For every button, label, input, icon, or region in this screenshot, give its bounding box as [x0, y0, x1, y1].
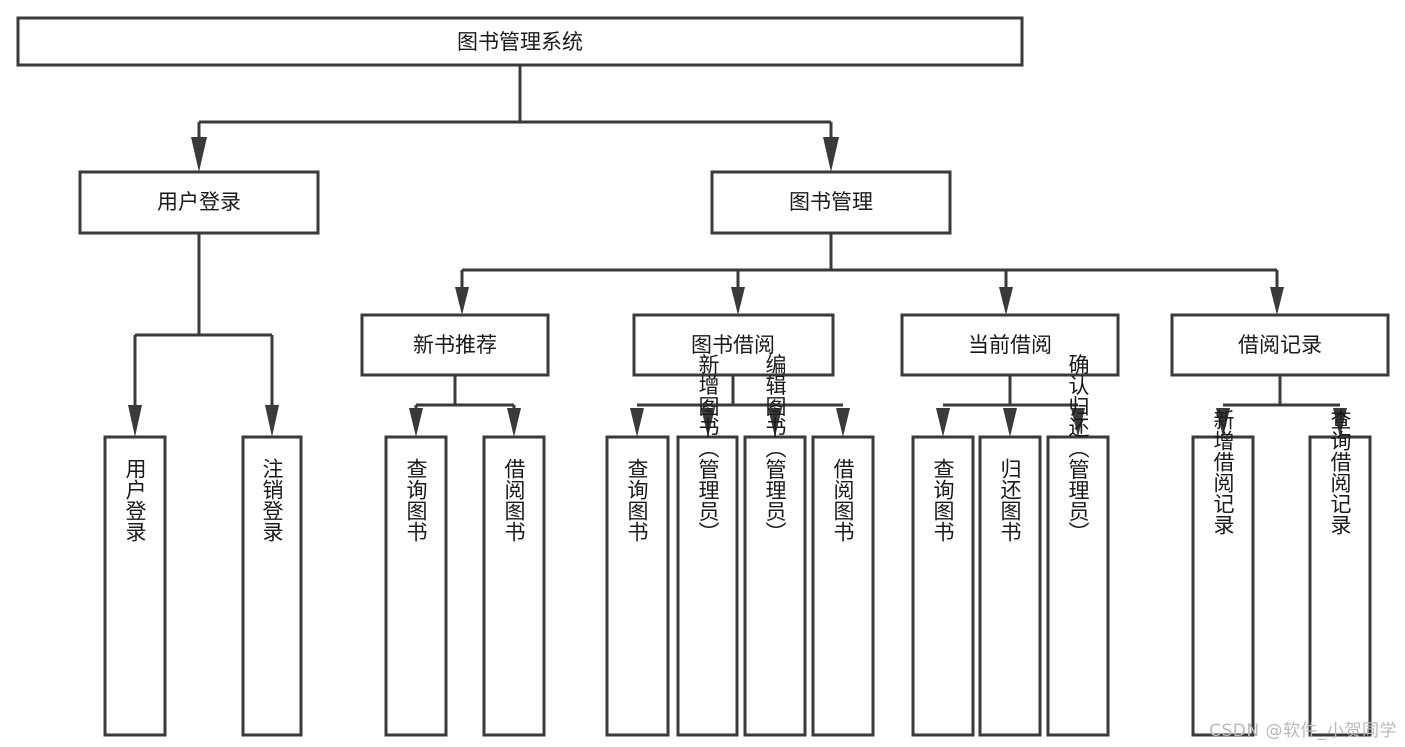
leaf-query-book-current[interactable]: 查询图书 — [911, 435, 975, 737]
leaf-add-book-admin[interactable]: 新增图书（管理员） — [676, 354, 739, 737]
leaf-confirm-return-admin-box[interactable] — [1046, 435, 1110, 737]
arrow-user-login-leaf-2 — [265, 405, 279, 437]
node-book-borrow[interactable]: 图书借阅 — [632, 313, 835, 377]
leaf-user-login-label: 用户登录 — [123, 458, 147, 542]
leaf-edit-book-admin-box[interactable] — [743, 435, 807, 737]
leaf-logout-box[interactable] — [241, 435, 303, 737]
arrow-current-borrow-leaf-3 — [1071, 408, 1085, 437]
arrow-to-borrow-record — [1270, 287, 1284, 315]
arrow-to-new-book-rec — [455, 287, 469, 315]
node-current-borrow[interactable]: 当前借阅 — [900, 313, 1120, 377]
node-book-management-label: 图书管理 — [789, 190, 873, 214]
leaf-confirm-return-admin-label: 确认归还（管理员） — [1066, 354, 1090, 543]
leaf-query-book-borrow[interactable]: 查询图书 — [605, 435, 670, 737]
leaf-query-book-rec-label: 查询图书 — [404, 458, 428, 542]
leaf-query-book-current-label: 查询图书 — [931, 458, 955, 542]
node-current-borrow-box[interactable] — [900, 313, 1120, 377]
node-user-login[interactable]: 用户登录 — [78, 170, 320, 235]
leaf-query-book-borrow-box[interactable] — [605, 435, 670, 737]
leaf-query-book-borrow-label: 查询图书 — [625, 458, 649, 542]
node-new-book-recommend-label: 新书推荐 — [413, 333, 497, 357]
leaf-user-login-box[interactable] — [103, 435, 167, 737]
leaf-query-book-current-box[interactable] — [911, 435, 975, 737]
node-new-book-recommend-box[interactable] — [360, 313, 550, 377]
arrow-current-borrow-leaf-1 — [936, 408, 950, 437]
leaf-confirm-return-admin[interactable]: 确认归还（管理员） — [1046, 354, 1110, 737]
node-book-borrow-label: 图书借阅 — [691, 333, 775, 357]
leaf-logout[interactable]: 注销登录 — [241, 435, 303, 737]
leaf-edit-book-admin-label: 编辑图书（管理员） — [763, 354, 787, 543]
leaf-user-login[interactable]: 用户登录 — [103, 435, 167, 737]
leaf-query-book-rec-box[interactable] — [384, 435, 448, 737]
node-book-management[interactable]: 图书管理 — [710, 170, 952, 235]
connector-layer — [128, 65, 1347, 437]
node-borrow-record-box[interactable] — [1170, 313, 1390, 377]
arrow-borrow-record-leaf-2 — [1333, 408, 1347, 437]
arrow-book-borrow-leaf-3 — [768, 408, 782, 437]
arrow-root-to-user-login — [191, 137, 207, 172]
node-user-login-label: 用户登录 — [157, 190, 241, 214]
leaf-borrow-book[interactable]: 借阅图书 — [811, 435, 875, 737]
leaf-add-book-admin-label: 新增图书（管理员） — [696, 354, 720, 543]
leaf-borrow-book-label: 借阅图书 — [831, 458, 855, 542]
arrow-borrow-record-leaf-1 — [1216, 408, 1230, 437]
node-root-system[interactable]: 图书管理系统 — [16, 16, 1024, 67]
node-root-system-box[interactable] — [16, 16, 1024, 67]
node-user-login-box[interactable] — [78, 170, 320, 235]
leaf-edit-book-admin[interactable]: 编辑图书（管理员） — [743, 354, 807, 737]
leaf-query-borrow-record-box[interactable] — [1308, 435, 1372, 737]
leaf-add-borrow-record[interactable]: 新增借阅记录 — [1191, 409, 1255, 737]
arrow-book-borrow-leaf-1 — [630, 408, 644, 437]
leaf-return-book-label: 归还图书 — [998, 458, 1022, 542]
leaf-borrow-book-rec-box[interactable] — [482, 435, 546, 737]
leaf-borrow-book-box[interactable] — [811, 435, 875, 737]
node-current-borrow-label: 当前借阅 — [968, 333, 1052, 357]
leaf-add-borrow-record-label: 新增借阅记录 — [1211, 409, 1235, 535]
leaf-add-book-admin-box[interactable] — [676, 435, 739, 737]
node-new-book-recommend[interactable]: 新书推荐 — [360, 313, 550, 377]
leaf-return-book-box[interactable] — [978, 435, 1042, 737]
arrow-new-book-rec-leaf-1 — [409, 408, 423, 437]
node-book-borrow-box[interactable] — [632, 313, 835, 377]
node-root-system-label: 图书管理系统 — [457, 30, 583, 54]
arrow-current-borrow-leaf-2 — [1003, 408, 1017, 437]
leaf-return-book[interactable]: 归还图书 — [978, 435, 1042, 737]
arrow-book-borrow-leaf-2 — [701, 408, 715, 437]
arrow-to-book-borrow — [731, 287, 745, 315]
arrow-book-borrow-leaf-4 — [836, 408, 850, 437]
arrow-user-login-leaf-1 — [128, 405, 142, 437]
leaf-borrow-book-rec[interactable]: 借阅图书 — [482, 435, 546, 737]
leaf-add-borrow-record-box[interactable] — [1191, 435, 1255, 737]
csdn-watermark: CSDN @软件_小贺同学 — [1209, 721, 1397, 741]
leaf-logout-label: 注销登录 — [260, 458, 284, 542]
arrow-new-book-rec-leaf-2 — [507, 408, 521, 437]
leaf-borrow-book-rec-label: 借阅图书 — [502, 458, 526, 542]
leaf-query-borrow-record[interactable]: 查询借阅记录 — [1308, 409, 1372, 737]
leaf-query-book-rec[interactable]: 查询图书 — [384, 435, 448, 737]
arrow-to-current-borrow — [999, 287, 1013, 315]
node-book-management-box[interactable] — [710, 170, 952, 235]
leaf-query-borrow-record-label: 查询借阅记录 — [1328, 409, 1352, 535]
arrow-root-to-book-mgmt — [823, 137, 839, 172]
node-borrow-record[interactable]: 借阅记录 — [1170, 313, 1390, 377]
node-borrow-record-label: 借阅记录 — [1238, 333, 1322, 357]
